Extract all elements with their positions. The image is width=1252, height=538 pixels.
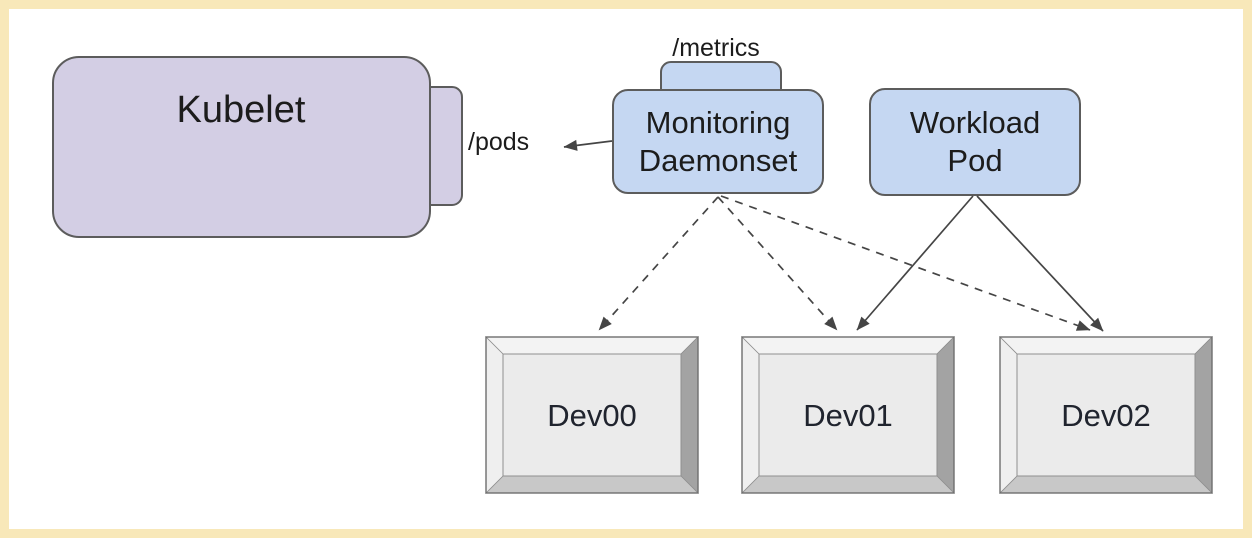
device-dev00: Dev00 xyxy=(485,336,699,494)
monitoring-daemonset-label-line1: Monitoring xyxy=(646,105,791,140)
device-dev01: Dev01 xyxy=(741,336,955,494)
workload-pod-label-line2: Pod xyxy=(947,143,1002,178)
pods-endpoint-label: /pods xyxy=(468,128,529,156)
edge-workload-to-dev01 xyxy=(856,195,974,331)
edge-workload-to-dev02 xyxy=(976,195,1104,332)
edge-monitoring-to-pods-arrow xyxy=(563,139,613,151)
kubelet-box xyxy=(52,56,431,238)
workload-pod-box xyxy=(869,88,1081,196)
monitoring-daemonset-label-line2: Daemonset xyxy=(639,143,798,178)
workload-pod-label-line1: Workload xyxy=(910,105,1040,140)
device-label: Dev01 xyxy=(803,398,893,433)
edge-monitoring-to-dev02 xyxy=(720,195,1091,331)
metrics-endpoint-label: /metrics xyxy=(672,34,760,62)
kubelet-label: Kubelet xyxy=(177,89,306,131)
monitoring-daemonset-box xyxy=(612,89,824,194)
device-label: Dev00 xyxy=(547,398,637,433)
device-dev02: Dev02 xyxy=(999,336,1213,494)
device-label: Dev02 xyxy=(1061,398,1151,433)
